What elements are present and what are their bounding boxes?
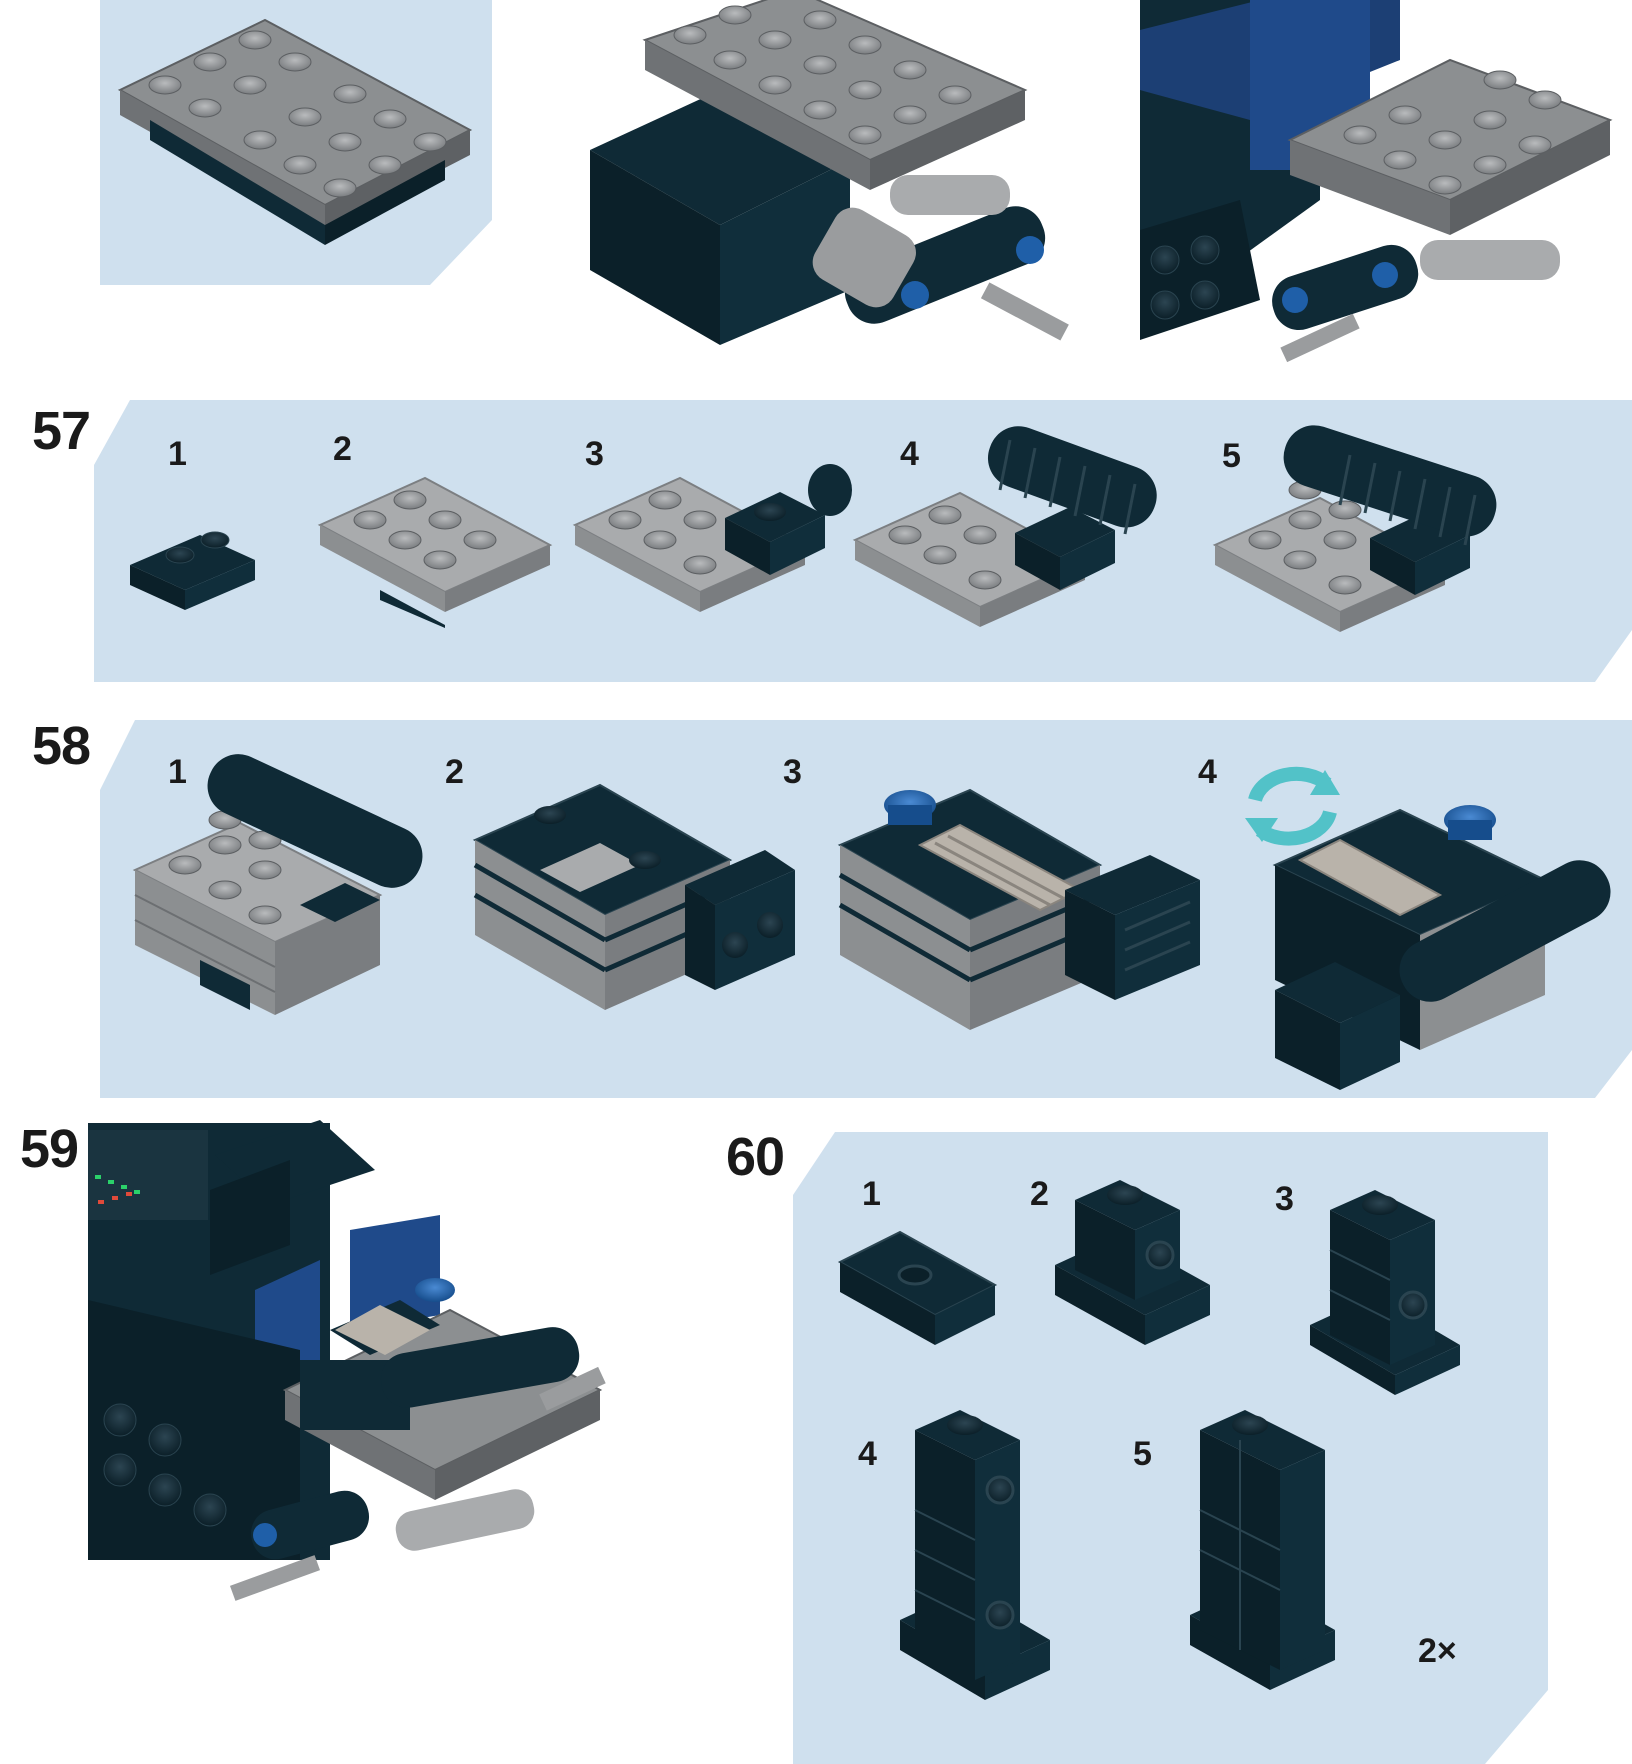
substep-label: 3 (585, 435, 604, 473)
step-number-60: 60 (726, 1127, 785, 1187)
step-57-sub2-plate (317, 476, 553, 628)
step-60-sub3-assembly (1310, 1190, 1460, 1395)
step-58-sub4-assembly (1245, 766, 1611, 1090)
rotate-model-icon (1245, 766, 1340, 846)
step-58-sub3-assembly (837, 788, 1200, 1030)
substep-label: 1 (862, 1175, 881, 1213)
top-step-54-panel (100, 0, 492, 285)
substep-label: 3 (1275, 1180, 1294, 1218)
substep-label: 2 (1030, 1175, 1049, 1213)
top-step-56-model (1140, 0, 1632, 380)
substep-label: 4 (900, 435, 919, 473)
step-57-sub3-assembly (572, 464, 852, 612)
step-57-sub1-plate (130, 531, 255, 610)
step-60-sub1-jumper-plate (837, 1230, 998, 1345)
step-58-sub2-assembly (472, 783, 795, 1010)
step-57-sub5-assembly (1212, 425, 1497, 632)
substep-label: 4 (858, 1435, 877, 1473)
substep-label: 5 (1222, 437, 1241, 475)
step-60-sub5-assembly (1190, 1410, 1335, 1690)
step-number-57: 57 (32, 401, 91, 461)
step-60-sub4-assembly (900, 1410, 1050, 1700)
step-57-sub4-assembly (852, 426, 1157, 627)
substep-label: 1 (168, 435, 187, 473)
substep-label: 2 (445, 753, 464, 791)
substep-label: 4 (1198, 753, 1217, 791)
step-number-58: 58 (32, 716, 91, 776)
substep-label: 5 (1133, 1435, 1152, 1473)
substep-label: 2 (333, 430, 352, 468)
top-step-55-model (590, 0, 1069, 345)
step-60-sub2-assembly (1055, 1180, 1210, 1345)
step-59-model (88, 1120, 606, 1601)
step-number-59: 59 (20, 1119, 79, 1179)
substep-label: 3 (783, 753, 802, 791)
substep-label: 1 (168, 753, 187, 791)
step-58-sub1-assembly (132, 754, 423, 1015)
quantity-multiplier: 2× (1418, 1632, 1457, 1670)
